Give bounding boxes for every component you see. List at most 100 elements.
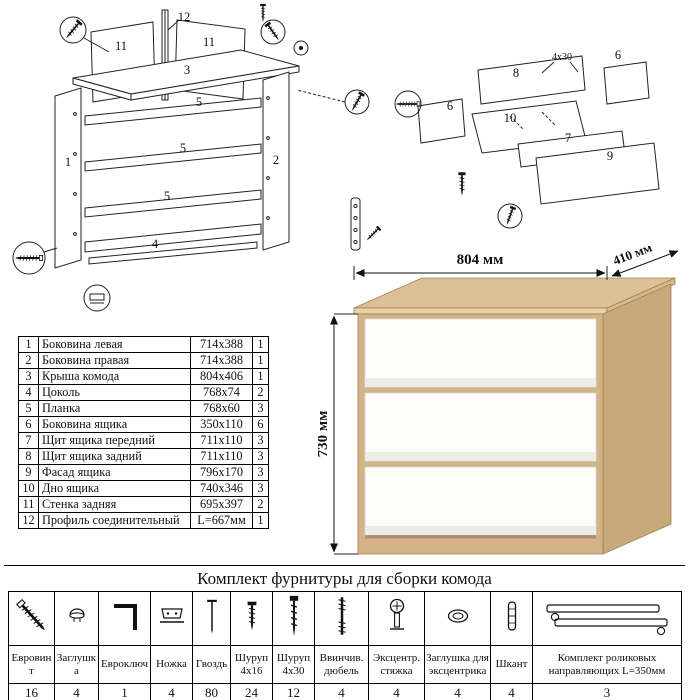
part-qty: 2 (252, 384, 269, 401)
hardware-label: Шуруп 4х16 (230, 645, 273, 684)
frame-label-11b: 11 (203, 35, 215, 49)
hardware-qty: 24 (230, 683, 273, 700)
frame-label-1: 1 (65, 155, 71, 169)
part-size: 768х74 (190, 384, 253, 401)
part-number: 10 (18, 480, 39, 497)
euro-screw-icon (14, 598, 49, 635)
part-size: 695х397 (190, 496, 253, 513)
part-number: 6 (18, 416, 39, 433)
callout-screw-top-left (59, 16, 110, 53)
part-size: 768х60 (190, 400, 253, 417)
hardware-qty-row: 16 4 1 4 80 24 12 4 4 4 4 3 (8, 683, 682, 700)
drawer-slide-rail-detail (350, 197, 383, 251)
drawer-label-10: 10 (504, 111, 517, 125)
part-size: 714х388 (190, 336, 253, 353)
part-number: 12 (18, 512, 39, 529)
plinth-shadow (365, 535, 596, 539)
hardware-icon-cell (314, 591, 369, 646)
part-side-left (54, 87, 82, 269)
foot-icon (160, 608, 184, 623)
part-size: 711х110 (190, 448, 253, 465)
hardware-qty: 4 (54, 683, 99, 700)
part-side-right (262, 71, 290, 251)
part-drawer-side-right (603, 61, 650, 105)
frame-label-5a: 5 (196, 95, 202, 109)
drawer-label-8: 8 (513, 66, 519, 80)
hardware-icon-cell (532, 591, 682, 646)
drawer-label-7: 7 (565, 131, 571, 145)
part-qty: 3 (252, 480, 269, 497)
hardware-icon-cell (368, 591, 425, 646)
part-name: Боковина правая (38, 352, 191, 369)
part-size: 740х346 (190, 480, 253, 497)
part-number: 8 (18, 448, 39, 465)
part-drawer-back (477, 55, 586, 105)
part-name: Боковина ящика (38, 416, 191, 433)
part-drawer-facade (535, 142, 660, 205)
hardware-label: Шкант (490, 645, 533, 684)
frame-label-4: 4 (152, 237, 159, 251)
drawer-label-6b: 6 (447, 99, 453, 113)
part-number: 2 (18, 352, 39, 369)
callout-screw-top-right (260, 19, 309, 56)
frame-label-3: 3 (184, 63, 190, 77)
hardware-qty: 80 (192, 683, 231, 700)
hardware-qty: 4 (368, 683, 425, 700)
hardware-icon-cell (272, 591, 315, 646)
part-size: 350х110 (190, 416, 253, 433)
frame-exploded-diagram: 12 11 11 3 1 2 5 5 5 4 (12, 3, 383, 312)
part-qty: 1 (252, 336, 269, 353)
callout-confirmat-bottom-left (12, 241, 58, 275)
hardware-label: Евровинт (8, 645, 55, 684)
hardware-qty: 4 (314, 683, 369, 700)
hardware-labels-row: Евровинт Заглушка Евроключ Ножка Гвоздь … (8, 645, 682, 684)
hardware-label: Ножка (150, 645, 193, 684)
part-name: Стенка задняя (38, 496, 191, 513)
callout-screw-bottom (497, 203, 523, 229)
hardware-icon-cell (230, 591, 273, 646)
hardware-label: Шуруп 4х30 (272, 645, 315, 684)
screw-4x30-icon (288, 594, 300, 638)
part-number: 7 (18, 432, 39, 449)
part-size: 714х388 (190, 352, 253, 369)
part-rail-2 (84, 143, 262, 172)
assembled-dresser-render: 804 мм 410 мм 730 мм (318, 246, 679, 555)
part-qty: 1 (252, 368, 269, 385)
dresser-body (353, 277, 676, 555)
hardware-icon-cell (8, 591, 55, 646)
drawer-label-9: 9 (607, 149, 613, 163)
part-number: 5 (18, 400, 39, 417)
part-name: Фасад ящика (38, 464, 191, 481)
hardware-icon-cell (490, 591, 533, 646)
floating-screw (259, 3, 267, 23)
part-rail-1 (84, 97, 262, 126)
part-qty: 1 (252, 512, 269, 529)
part-number: 9 (18, 464, 39, 481)
frame-label-5b: 5 (180, 141, 186, 155)
drawer-label-6a: 6 (615, 48, 621, 62)
hardware-icon-cell (424, 591, 491, 646)
height-dimension: 730 мм (318, 313, 358, 555)
depth-label: 410 мм (611, 246, 654, 268)
hardware-icon-cell (192, 591, 231, 646)
part-qty: 2 (252, 496, 269, 513)
part-drawer-side-left (417, 98, 466, 144)
frame-label-2: 2 (273, 153, 279, 167)
hardware-qty: 12 (272, 683, 315, 700)
width-dimension: 804 мм (353, 252, 608, 280)
part-number: 1 (18, 336, 39, 353)
hardware-icons-row (8, 591, 682, 646)
part-qty: 3 (252, 448, 269, 465)
part-name: Щит ящика передний (38, 432, 191, 449)
part-qty: 3 (252, 400, 269, 417)
